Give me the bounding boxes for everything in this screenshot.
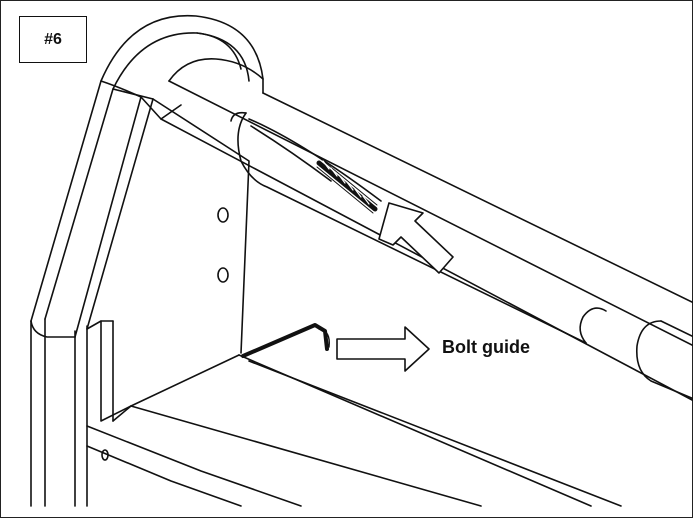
bolt-guide-label: Bolt guide [442,337,530,357]
bolt [316,158,378,214]
frame-corner [30,14,264,338]
step-number-label: #6 [19,16,87,63]
bolt-guide-part [241,323,330,358]
arrow-to-bolt-guide-icon [336,326,430,372]
top-rail [140,80,693,402]
left-leg [30,318,88,507]
side-plate [86,98,250,461]
bottom-tray [86,354,622,507]
arrow-to-slot-icon [378,202,454,274]
